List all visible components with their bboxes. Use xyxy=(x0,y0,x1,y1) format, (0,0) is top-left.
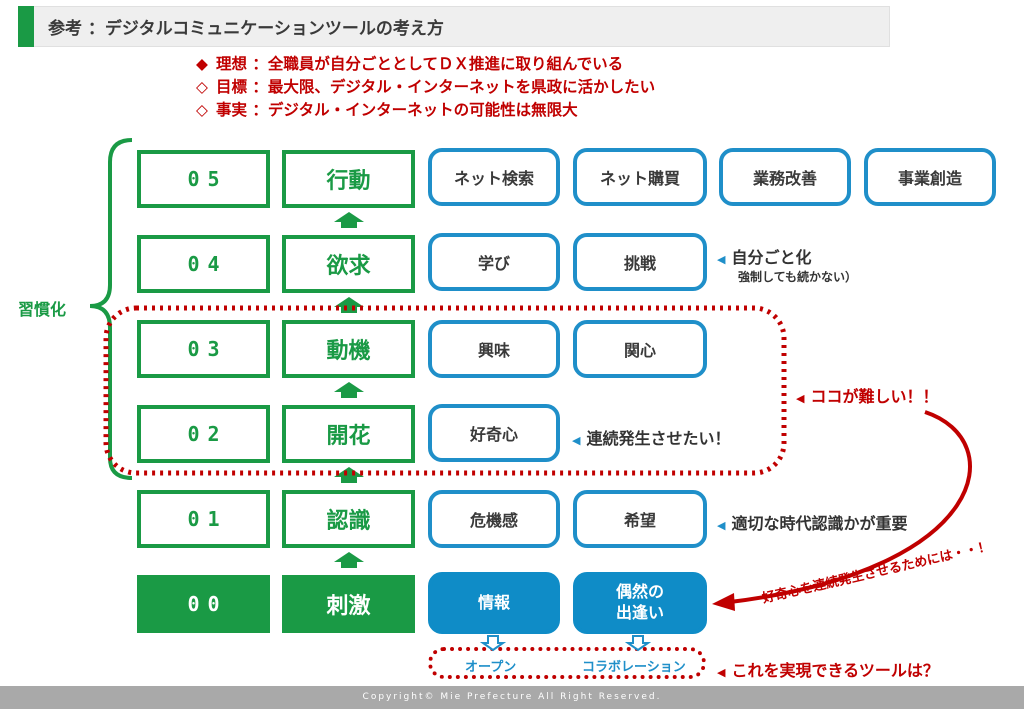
stage-box-desire: 欲求 xyxy=(282,235,415,293)
triangle-left-icon: ◀ xyxy=(796,392,805,405)
item-hope: 希望 xyxy=(573,490,707,548)
triangle-left-icon: ◀ xyxy=(572,434,581,447)
stage-box-recognition: 認識 xyxy=(282,490,415,548)
up-arrow-icon xyxy=(334,467,364,483)
item-work-improvement: 業務改善 xyxy=(719,148,851,206)
level-number-01: 01 xyxy=(137,490,270,548)
statement-label: 目標 xyxy=(216,78,248,96)
item-net-search: ネット検索 xyxy=(428,148,560,206)
up-arrow-icon xyxy=(334,297,364,313)
statement-goal: ◇ 目標 ：最大限、デジタル・インターネットを県政に活かしたい xyxy=(196,75,655,97)
title-accent xyxy=(18,6,34,47)
statement-label: 理想 xyxy=(216,55,248,73)
diamond-filled-icon: ◆ xyxy=(196,55,208,73)
annotation-not-forced: 強制しても続かない） xyxy=(738,270,858,284)
tool-source-outline xyxy=(428,647,706,679)
title-bar xyxy=(18,6,890,47)
stage-box-stimulus: 刺激 xyxy=(282,575,415,633)
difficult-zone-outline xyxy=(103,305,787,476)
source-collaboration: コラボレーション xyxy=(582,660,686,675)
triangle-left-icon: ◀ xyxy=(717,666,726,679)
arrowhead-icon xyxy=(712,593,735,611)
down-arrow-icon xyxy=(479,635,507,652)
up-arrow-icon xyxy=(334,212,364,228)
down-arrow-icon xyxy=(624,635,652,652)
item-net-purchase: ネット購買 xyxy=(573,148,707,206)
statement-text: ：全職員が自分ごととしてＤＸ推進に取り組んでいる xyxy=(252,55,624,73)
stage-box-motivation: 動機 xyxy=(282,320,415,378)
stage-box-action: 行動 xyxy=(282,150,415,208)
habit-label: 習慣化 xyxy=(18,300,67,319)
stage-box-bloom: 開花 xyxy=(282,405,415,463)
source-open: オープン xyxy=(465,660,517,675)
item-concern: 関心 xyxy=(573,320,707,378)
curved-red-arrow xyxy=(729,410,972,604)
annotation-tool-question: ◀これを実現できるツールは？ xyxy=(717,661,939,680)
item-learning: 学び xyxy=(428,233,560,291)
statement-ideal: ◆ 理想 ：全職員が自分ごととしてＤＸ推進に取り組んでいる xyxy=(196,52,623,74)
level-number-05: 05 xyxy=(137,150,270,208)
item-curiosity: 好奇心 xyxy=(428,404,560,462)
up-arrow-icon xyxy=(334,382,364,398)
item-chance-encounter: 偶然の 出逢い xyxy=(573,572,707,634)
annotation-self-ownership: ◀自分ごと化 xyxy=(717,248,812,267)
triangle-left-icon: ◀ xyxy=(717,253,726,266)
statement-text: ：最大限、デジタル・インターネットを県政に活かしたい xyxy=(252,78,656,96)
triangle-left-icon: ◀ xyxy=(717,519,726,532)
up-arrow-icon xyxy=(334,552,364,568)
level-number-00: 00 xyxy=(137,575,270,633)
diamond-outline-icon: ◇ xyxy=(196,101,208,119)
footer-copyright: Copyright© Mie Prefecture All Right Rese… xyxy=(0,686,1024,709)
item-business-creation: 事業創造 xyxy=(864,148,996,206)
level-number-04: 04 xyxy=(137,235,270,293)
level-number-03: 03 xyxy=(137,320,270,378)
item-interest: 興味 xyxy=(428,320,560,378)
diamond-outline-icon: ◇ xyxy=(196,78,208,96)
annotation-era-recognition: ◀適切な時代認識かが重要 xyxy=(717,514,908,533)
item-information: 情報 xyxy=(428,572,560,634)
habit-bracket xyxy=(89,138,133,480)
statement-text: ：デジタル・インターネットの可能性は無限大 xyxy=(252,101,578,119)
item-sense-of-crisis: 危機感 xyxy=(428,490,560,548)
page-title: 参考 ：デジタルコミュニケーションツールの考え方 xyxy=(48,19,444,39)
annotation-continuous: ◀連続発生させたい！ xyxy=(572,429,731,448)
statement-fact: ◇ 事実 ：デジタル・インターネットの可能性は無限大 xyxy=(196,98,578,120)
level-number-02: 02 xyxy=(137,405,270,463)
item-challenge: 挑戦 xyxy=(573,233,707,291)
statement-label: 事実 xyxy=(216,101,248,119)
annotation-difficult: ◀ココが難しい！！ xyxy=(796,387,939,406)
